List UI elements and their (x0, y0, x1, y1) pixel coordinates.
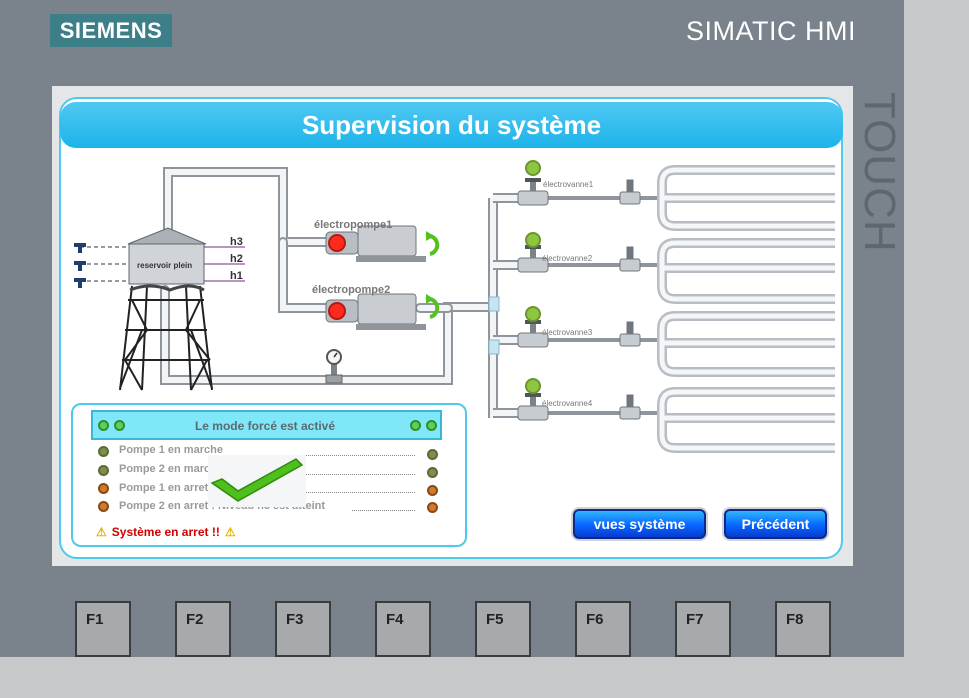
branch-lines (548, 196, 660, 415)
row2-leader (233, 474, 415, 475)
row3-leader (233, 492, 415, 493)
alarm-text: Système en arret !! (111, 525, 220, 539)
pressure-gauge (325, 349, 343, 384)
siemens-logo: SIEMENS (50, 14, 172, 47)
electrovalve-4[interactable] (517, 393, 549, 421)
right-strip (904, 0, 969, 657)
function-key-f8[interactable]: F8 (775, 601, 831, 657)
row4-indicator (98, 501, 109, 512)
electrovalve-1[interactable] (517, 178, 549, 206)
mode-indicator-right-2 (426, 420, 437, 431)
function-key-f1[interactable]: F1 (75, 601, 131, 657)
touch-label: TOUCH (855, 92, 904, 253)
pipe-network-left (160, 167, 498, 385)
reservoir-label: reservoir plein (137, 261, 193, 270)
row1-text: Pompe 1 en marche (119, 444, 223, 456)
distribution-manifold (488, 193, 520, 418)
pump1-label: électropompe1 (314, 219, 393, 231)
function-key-f7[interactable]: F7 (675, 601, 731, 657)
row1-leader (233, 455, 415, 456)
valve2-label: électrovanne2 (542, 254, 593, 263)
row1-indicator-right (427, 449, 438, 460)
warning-icon: ⚠ (224, 525, 236, 539)
function-key-f4[interactable]: F4 (375, 601, 431, 657)
bottom-strip (0, 657, 969, 698)
brand-label: SIMATIC HMI (686, 16, 856, 46)
mode-indicator-right-1 (410, 420, 421, 431)
branch-valves (619, 179, 641, 420)
water-tower (74, 227, 245, 391)
function-key-f2[interactable]: F2 (175, 601, 231, 657)
function-key-f3[interactable]: F3 (275, 601, 331, 657)
valve-status-lamps (525, 160, 541, 394)
row3-indicator (98, 483, 109, 494)
row4-leader (352, 510, 415, 511)
row2-indicator (98, 465, 109, 476)
row1-indicator (98, 446, 109, 457)
pump2-label: électropompe2 (312, 284, 391, 296)
level-h1: h1 (230, 270, 243, 282)
valve4-label: électrovanne4 (542, 399, 593, 408)
row4-indicator-right (427, 502, 438, 513)
valve3-label: électrovanne3 (542, 328, 593, 337)
valve1-label: électrovanne1 (543, 180, 594, 189)
level-h3: h3 (230, 236, 243, 248)
previous-button[interactable]: Précédent (724, 509, 827, 539)
row3-text: Pompe 1 en arret (119, 482, 209, 494)
alarm-message: ⚠ Système en arret !! ⚠ (96, 525, 236, 539)
level-h2: h2 (230, 253, 243, 265)
mode-indicator-left-1 (98, 420, 109, 431)
mode-indicator-left-2 (114, 420, 125, 431)
electropump-1[interactable] (325, 225, 440, 262)
irrigation-lines (657, 165, 835, 453)
function-key-f6[interactable]: F6 (575, 601, 631, 657)
electropump-2[interactable] (325, 293, 440, 330)
row2-indicator-right (427, 467, 438, 478)
row2-text: Pompe 2 en marche (119, 463, 223, 475)
function-key-f5[interactable]: F5 (475, 601, 531, 657)
mode-text: Le mode forcé est activé (194, 419, 336, 433)
mode-banner (91, 410, 442, 440)
page-title: Supervision du système (60, 102, 843, 148)
system-views-button[interactable]: vues système (573, 509, 706, 539)
warning-icon: ⚠ (96, 525, 107, 539)
row3-indicator-right (427, 485, 438, 496)
check-mark-icon (208, 455, 306, 507)
electrovalve-2[interactable] (517, 245, 549, 273)
